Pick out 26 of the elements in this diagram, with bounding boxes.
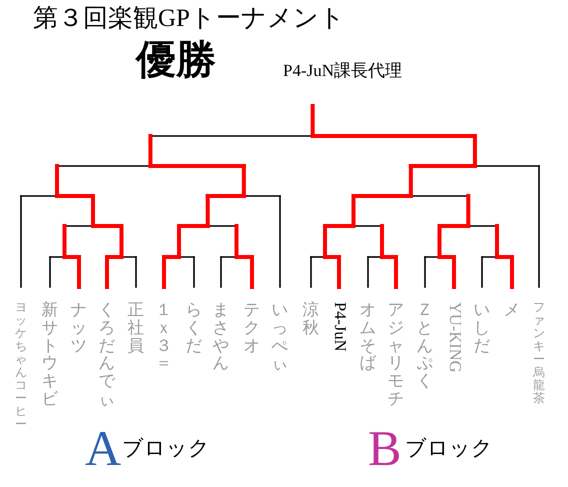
player-name: YU-KING bbox=[446, 302, 464, 373]
player-name: ナッツ bbox=[70, 301, 88, 354]
player-name: らくだ bbox=[186, 301, 202, 354]
player-name: くろだんでぃ bbox=[98, 301, 116, 408]
player-name: オムそば bbox=[360, 301, 376, 372]
champion-name: P4-JuN課長代理 bbox=[283, 62, 402, 79]
player-name: まさやん bbox=[212, 301, 230, 372]
champion-heading: 優勝 bbox=[136, 40, 216, 80]
player-name: P4-JuN bbox=[332, 302, 348, 352]
player-name: Ｚとんぷく bbox=[416, 301, 434, 390]
player-name: いしだ bbox=[474, 301, 490, 354]
player-name: テクオ bbox=[244, 301, 260, 354]
player-name: 新サトウキビ bbox=[42, 301, 58, 408]
player-name: 正社員 bbox=[128, 301, 144, 354]
title: 第３回楽観GPトーナメント bbox=[33, 6, 345, 31]
block-label: ブロック bbox=[122, 438, 210, 459]
player-name: ヨッケちゃんコーヒー bbox=[14, 301, 28, 431]
player-name: メ bbox=[504, 301, 520, 319]
player-name: １ｘ３＝ bbox=[156, 301, 172, 372]
player-name: アジャリモチ bbox=[388, 301, 404, 408]
block-letter: A bbox=[85, 423, 122, 473]
block-letter: B bbox=[368, 423, 402, 473]
player-name: 涼秋 bbox=[302, 301, 320, 337]
player-name: ファンキー烏龍茶 bbox=[532, 301, 546, 405]
block-label: ブロック bbox=[405, 438, 493, 459]
player-name: いっぺぃ bbox=[272, 301, 288, 372]
